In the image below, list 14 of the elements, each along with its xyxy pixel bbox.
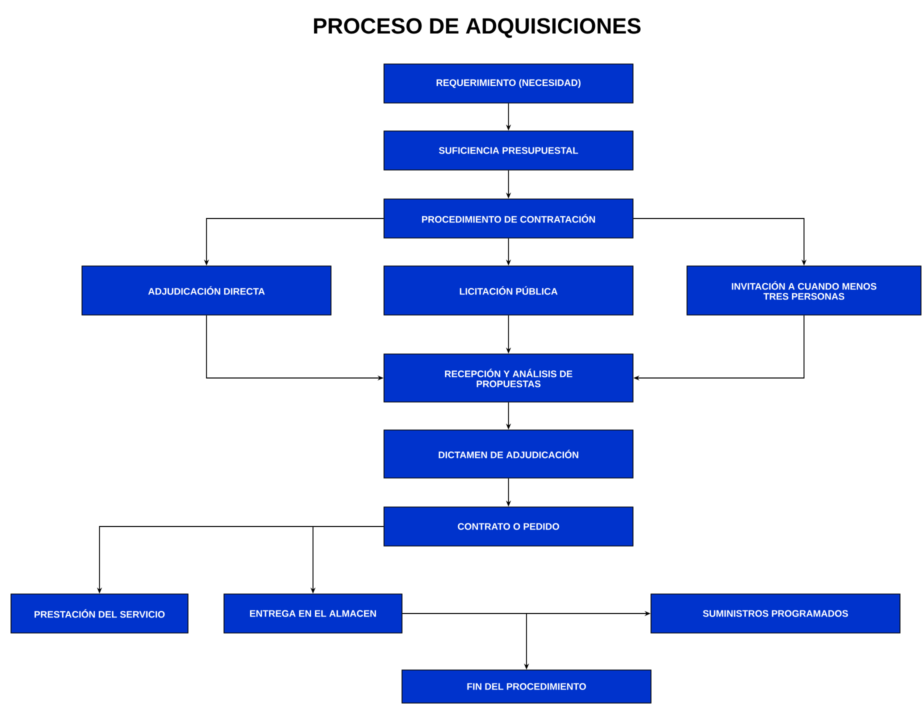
process-box: REQUERIMIENTO (NECESIDAD) bbox=[384, 64, 634, 104]
process-box: PRESTACIÓN DEL SERVICIO bbox=[10, 594, 188, 634]
process-box: RECEPCIÓN Y ANÁLISIS DE PROPUESTAS bbox=[384, 354, 634, 402]
process-box: SUFICIENCIA PRESUPUESTAL bbox=[384, 130, 634, 170]
process-box: INVITACIÓN A CUANDO MENOS TRES PERSONAS bbox=[686, 266, 922, 316]
process-box: ENTREGA EN EL ALMACEN bbox=[224, 594, 402, 634]
title: PROCESO DE ADQUISICIONES bbox=[314, 18, 641, 38]
process-box: DICTAMEN DE ADJUDICACIÓN bbox=[384, 430, 634, 478]
process-box: CONTRATO O PEDIDO bbox=[384, 506, 634, 546]
process-box: ADJUDICACIÓN DIRECTA bbox=[82, 266, 332, 316]
process-box: SUMINISTROS PROGRAMADOS bbox=[650, 594, 900, 634]
process-box: PROCEDIMIENTO DE CONTRATACIÓN bbox=[384, 198, 634, 238]
process-box: LICITACIÓN PÚBLICA bbox=[384, 266, 634, 316]
process-box: FIN DEL PROCEDIMIENTO bbox=[402, 670, 652, 704]
